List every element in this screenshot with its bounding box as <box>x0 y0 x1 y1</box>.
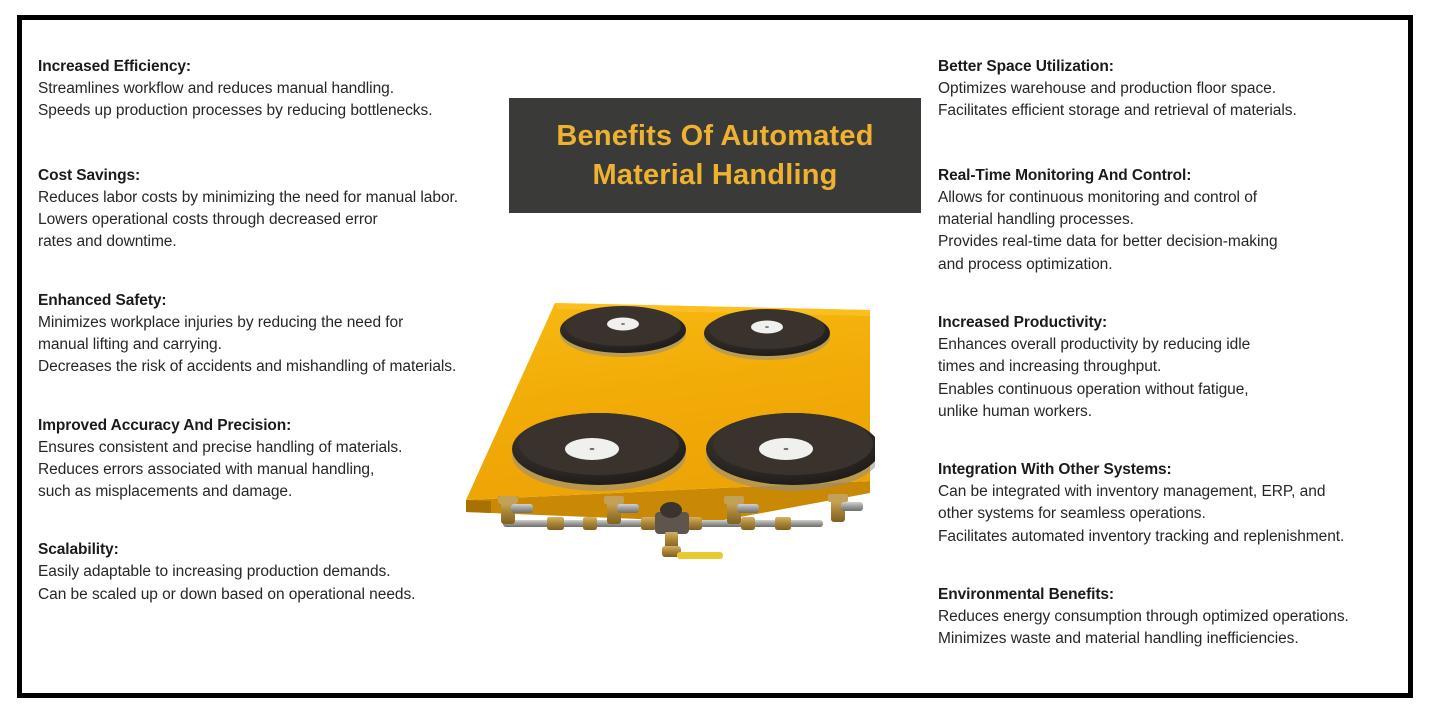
right-benefits-column: Better Space Utilization: Optimizes ware… <box>938 56 1416 651</box>
benefit-real-time-monitoring-and-control: Real-Time Monitoring And Control: Allows… <box>938 165 1416 276</box>
benefit-line: other systems for seamless operations. <box>938 505 1206 523</box>
benefit-cost-savings: Cost Savings: Reduces labor costs by min… <box>38 165 518 254</box>
riser-valve-right-outer <box>828 494 863 522</box>
lifter-plate-edge <box>466 481 870 522</box>
suction-cup-back-right <box>704 309 830 360</box>
benefit-line: Can be integrated with inventory managem… <box>938 483 1326 501</box>
benefit-title: Real-Time Monitoring And Control: <box>938 166 1192 184</box>
central-manifold-block <box>655 502 689 548</box>
benefit-title: Increased Efficiency: <box>38 58 191 75</box>
benefit-line: such as misplacements and damage. <box>38 483 293 501</box>
benefit-integration-with-other-systems: Integration With Other Systems: Can be i… <box>938 459 1416 548</box>
benefit-line: Provides real-time data for better decis… <box>938 233 1278 251</box>
benefit-title: Scalability: <box>38 541 119 559</box>
benefit-line: Speeds up production processes by reduci… <box>38 102 433 120</box>
benefit-line: rates and downtime. <box>38 233 177 251</box>
benefit-line: Facilitates efficient storage and retrie… <box>938 102 1297 120</box>
title-line-2: Material Handling <box>592 158 838 191</box>
benefit-line: Can be scaled up or down based on operat… <box>38 585 416 603</box>
benefit-title: Improved Accuracy And Precision: <box>38 416 292 434</box>
benefit-enhanced-safety: Enhanced Safety: Minimizes workplace inj… <box>38 290 518 379</box>
pneumatic-plumbing <box>498 494 863 559</box>
riser-valve-left-outer <box>498 496 533 524</box>
benefit-line: times and increasing throughput. <box>938 358 1162 376</box>
benefit-line: Minimizes waste and material handling in… <box>938 630 1299 648</box>
benefit-line: unlike human workers. <box>938 402 1093 420</box>
benefit-environmental-benefits: Environmental Benefits: Reduces energy c… <box>938 584 1416 651</box>
suction-cup-front-left <box>512 413 686 491</box>
benefit-better-space-utilization: Better Space Utilization: Optimizes ware… <box>938 56 1416 123</box>
benefit-title: Cost Savings: <box>38 166 141 184</box>
title-banner: Benefits Of Automated Material Handling <box>509 98 921 213</box>
benefit-title: Integration With Other Systems: <box>938 461 1172 479</box>
vacuum-lifter-photo <box>455 288 875 563</box>
benefit-title: Better Space Utilization: <box>938 58 1114 75</box>
benefit-line: Easily adaptable to increasing productio… <box>38 563 391 581</box>
benefit-line: Reduces energy consumption through optim… <box>938 608 1349 626</box>
benefit-increased-productivity: Increased Productivity: Enhances overall… <box>938 312 1416 423</box>
benefit-line: Enhances overall productivity by reducin… <box>938 335 1251 353</box>
benefit-line: manual lifting and carrying. <box>38 335 222 353</box>
benefit-line: Reduces errors associated with manual ha… <box>38 460 375 478</box>
benefit-title: Environmental Benefits: <box>938 586 1114 604</box>
title-line-1: Benefits Of Automated <box>556 119 874 152</box>
ball-valve-handle <box>662 546 723 559</box>
benefit-scalability: Scalability: Easily adaptable to increas… <box>38 539 518 606</box>
benefit-line: Minimizes workplace injuries by reducing… <box>38 313 404 331</box>
riser-valve-right-inner <box>724 496 759 524</box>
benefit-line: and process optimization. <box>938 255 1113 273</box>
suction-cup-front-right <box>706 413 875 491</box>
benefit-line: Ensures consistent and precise handling … <box>38 438 403 456</box>
benefit-line: Facilitates automated inventory tracking… <box>938 527 1345 545</box>
benefit-line: Streamlines workflow and reduces manual … <box>38 80 394 97</box>
benefit-title: Enhanced Safety: <box>38 291 167 309</box>
benefit-line: Reduces labor costs by minimizing the ne… <box>38 188 459 206</box>
riser-valve-left-inner <box>604 496 639 524</box>
benefit-line: Optimizes warehouse and production floor… <box>938 80 1276 97</box>
benefit-improved-accuracy-and-precision: Improved Accuracy And Precision: Ensures… <box>38 415 518 504</box>
benefit-increased-efficiency: Increased Efficiency: Streamlines workfl… <box>38 56 518 123</box>
benefit-line: Allows for continuous monitoring and con… <box>938 188 1258 206</box>
benefit-line: Lowers operational costs through decreas… <box>38 210 378 228</box>
benefit-line: material handling processes. <box>938 210 1134 228</box>
benefit-line: Decreases the risk of accidents and mish… <box>38 358 457 376</box>
left-benefits-column: Increased Efficiency: Streamlines workfl… <box>38 56 518 606</box>
suction-cup-back-left <box>560 306 686 357</box>
benefit-title: Increased Productivity: <box>938 313 1108 331</box>
benefit-line: Enables continuous operation without fat… <box>938 380 1249 398</box>
